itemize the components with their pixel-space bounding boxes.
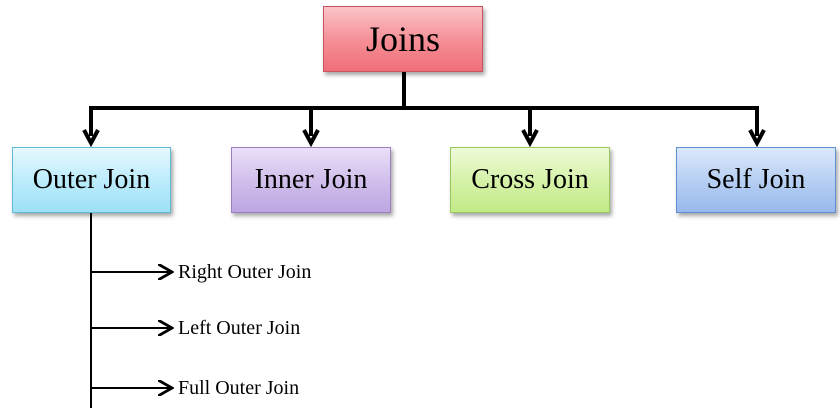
child-node-label: Self Join <box>706 164 806 195</box>
child-node-inner-join: Inner Join <box>231 147 391 213</box>
child-node-label: Outer Join <box>32 164 151 195</box>
arrowhead-inner-join <box>302 129 320 148</box>
child-node-label: Cross Join <box>471 164 589 195</box>
arrowhead-outer-join <box>82 129 100 148</box>
root-node-label: Joins <box>365 19 441 59</box>
subtype-right-outer-join: Right Outer Join <box>178 261 312 283</box>
child-node-cross-join: Cross Join <box>450 147 610 213</box>
child-node-self-join: Self Join <box>676 147 836 213</box>
root-node-joins: Joins <box>323 6 483 72</box>
arrowhead-self-join <box>748 129 766 148</box>
subtype-full-outer-join: Full Outer Join <box>178 377 300 399</box>
arrowhead-cross-join <box>521 129 539 148</box>
child-node-outer-join: Outer Join <box>12 147 171 213</box>
subtype-left-outer-join: Left Outer Join <box>178 317 301 339</box>
child-node-label: Inner Join <box>254 164 368 195</box>
